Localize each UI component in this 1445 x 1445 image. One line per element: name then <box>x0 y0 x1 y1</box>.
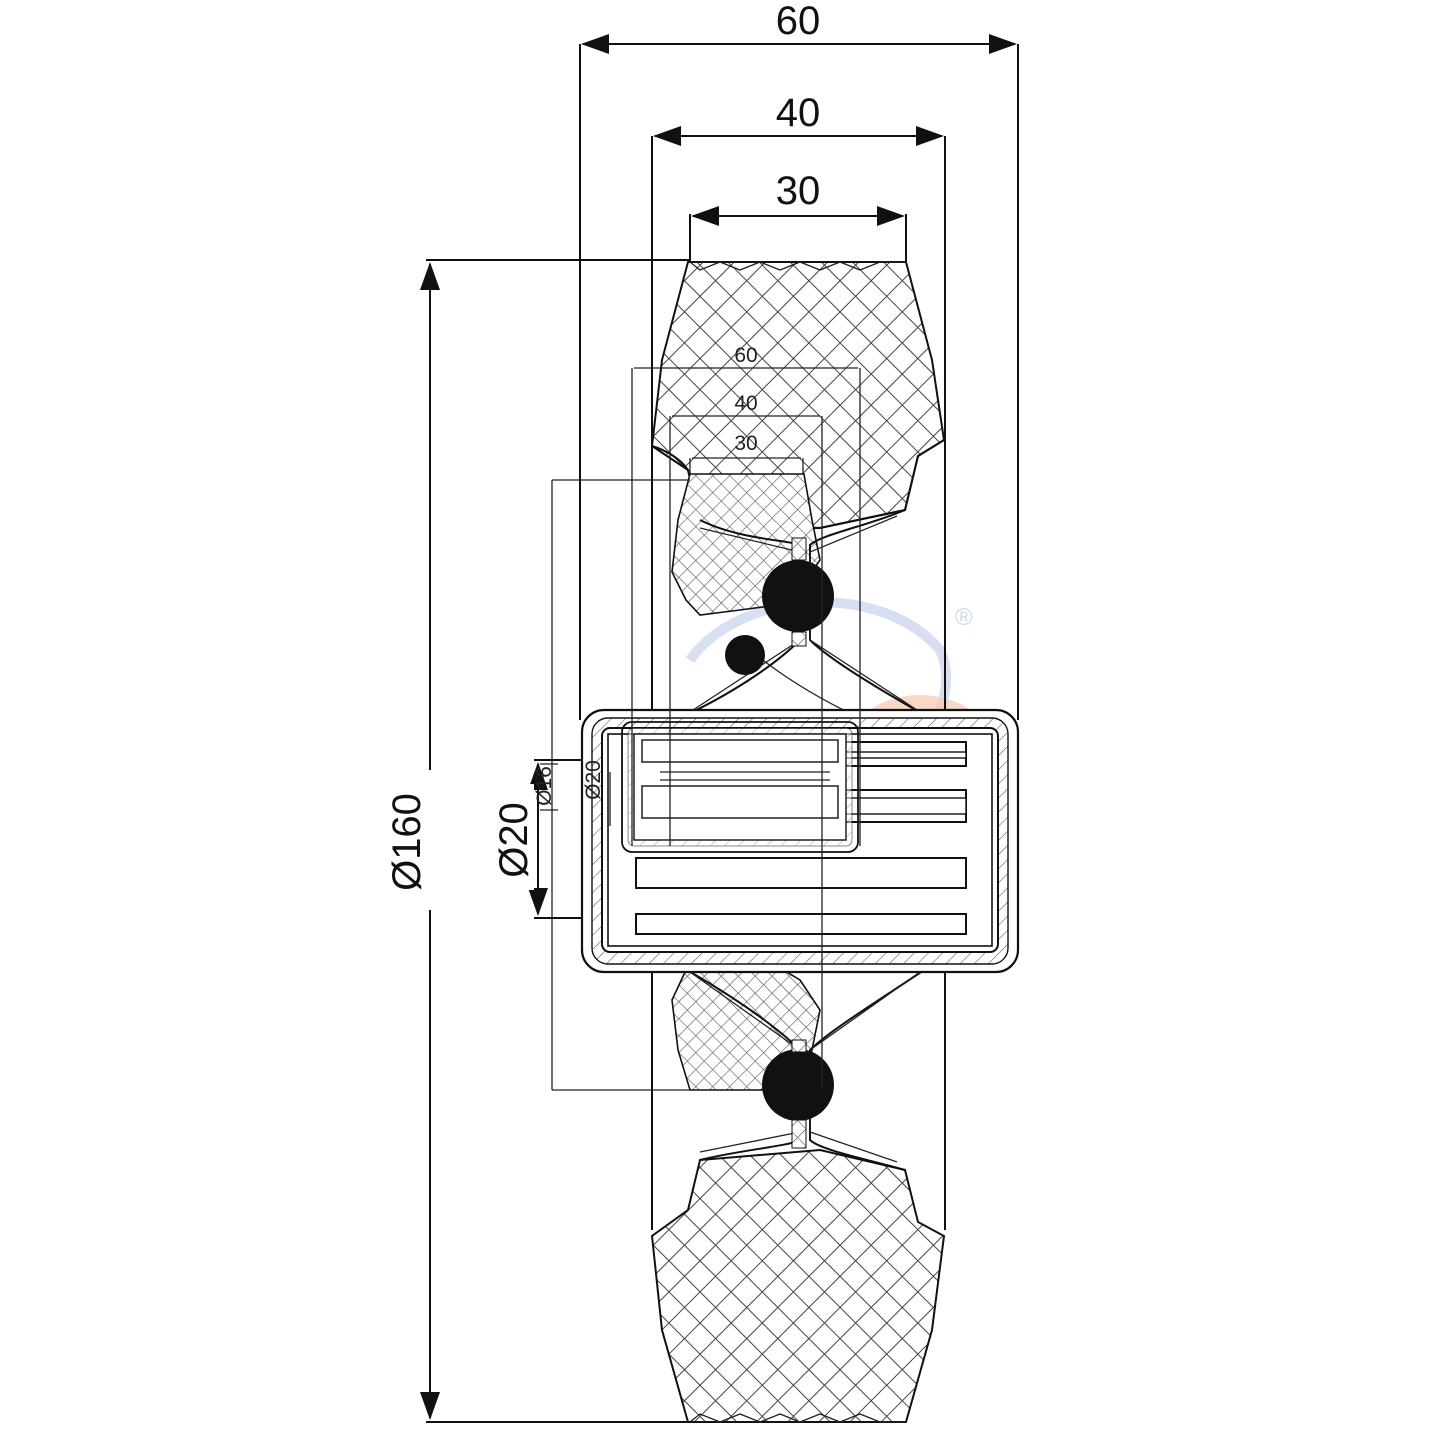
inner-width-tread-label: 30 <box>734 432 757 455</box>
bearing-balls <box>725 537 834 1149</box>
width-overall-label: 60 <box>776 0 821 43</box>
inner-width-overall-label: 60 <box>734 344 757 367</box>
inner-axle-diameter-label: Ø20 <box>582 760 605 800</box>
axle-diameter-label: Ø20 <box>492 802 536 878</box>
inner-bore-label: Ø16 <box>533 766 556 806</box>
wheel-diameter-label: Ø160 <box>385 793 429 891</box>
diameter-20-dimension: Ø20 <box>492 759 600 919</box>
diameter-160-dimension: Ø160 <box>385 259 690 1423</box>
inner-hub <box>609 721 859 853</box>
outer-width-60-dimension: 60 <box>579 0 1019 720</box>
width-tread-label: 30 <box>776 169 821 213</box>
outer-width-40-dimension: 40 <box>651 91 946 1230</box>
inner-dimensions: 60 40 30 Ø20 Ø16 <box>533 344 861 1091</box>
inner-width-hub-label: 40 <box>734 392 757 415</box>
tyre-bottom-section <box>650 1148 946 1423</box>
outer-width-30-dimension: 30 <box>689 169 907 262</box>
tyre-top-section <box>650 261 946 532</box>
width-hub-label: 40 <box>776 91 821 135</box>
registered-mark: ® <box>955 604 973 631</box>
